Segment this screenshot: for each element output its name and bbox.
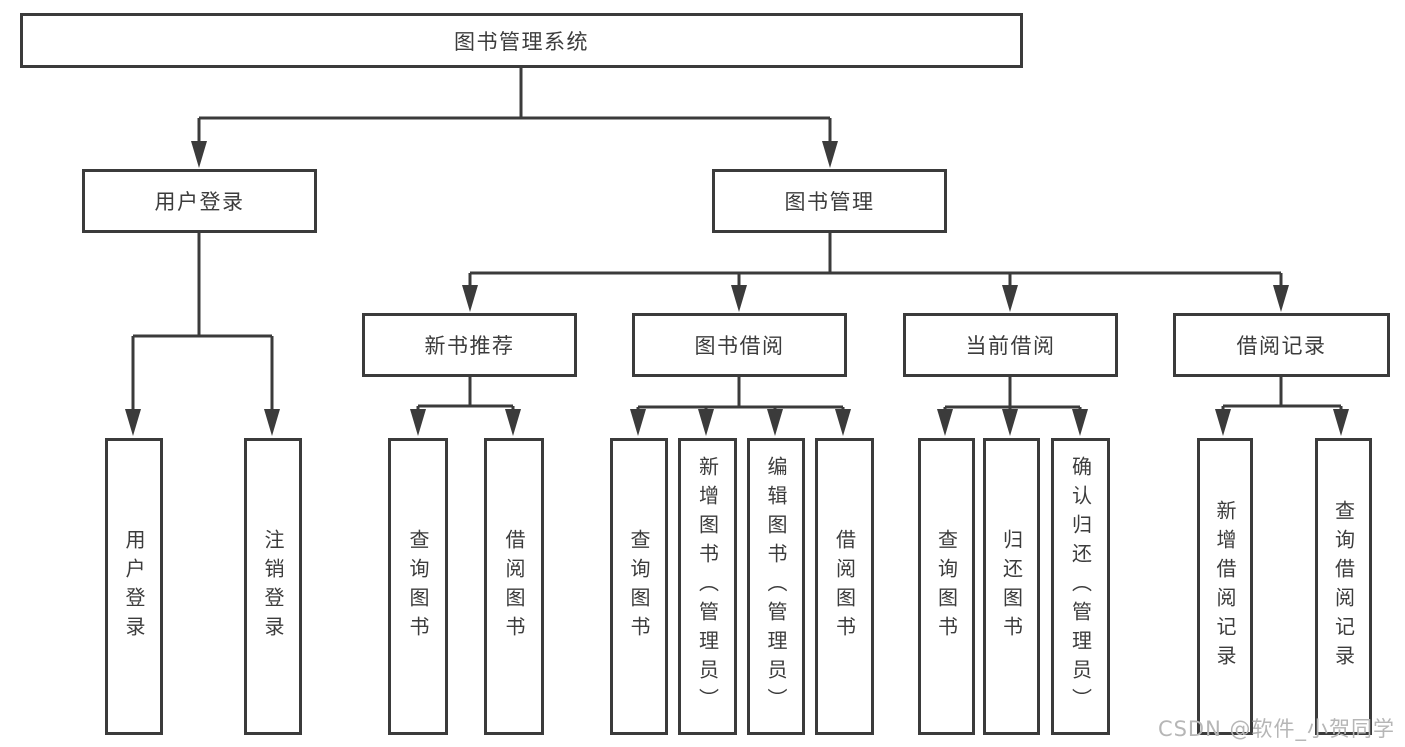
leaf-label: 注销登录 xyxy=(261,528,285,645)
leaf-borrow-books: 借阅图书 xyxy=(815,438,874,735)
leaf-logout: 注销登录 xyxy=(244,438,302,735)
leaf-query-books-recommend: 查询图书 xyxy=(388,438,448,735)
node-borrowing-records: 借阅记录 xyxy=(1173,313,1390,377)
node-book-borrowing: 图书借阅 xyxy=(632,313,847,377)
leaf-label: 查询图书 xyxy=(934,528,959,645)
node-library-management-system: 图书管理系统 xyxy=(20,13,1023,68)
leaf-query-books-borrowing: 查询图书 xyxy=(610,438,668,735)
leaf-label: 借阅图书 xyxy=(832,528,857,645)
leaf-user-login: 用户登录 xyxy=(105,438,163,735)
leaf-query-borrow-record: 查询借阅记录 xyxy=(1315,438,1372,735)
node-book-management: 图书管理 xyxy=(712,169,947,233)
leaf-label: 查询借阅记录 xyxy=(1331,499,1356,674)
leaf-confirm-return-admin: 确认归还（管理员） xyxy=(1051,438,1110,735)
leaf-borrow-books-recommend: 借阅图书 xyxy=(484,438,544,735)
leaf-label: 编辑图书（管理员） xyxy=(764,456,788,717)
leaf-add-borrow-record: 新增借阅记录 xyxy=(1197,438,1253,735)
arrowhead-icons xyxy=(125,141,1349,436)
node-new-book-recommendation: 新书推荐 xyxy=(362,313,577,377)
leaf-label: 归还图书 xyxy=(999,528,1024,645)
leaf-label: 新增图书（管理员） xyxy=(695,456,720,717)
leaf-label: 查询图书 xyxy=(627,528,651,645)
node-user-login: 用户登录 xyxy=(82,169,317,233)
leaf-query-books-current: 查询图书 xyxy=(918,438,975,735)
leaf-label: 确认归还（管理员） xyxy=(1068,456,1093,717)
leaf-label: 新增借阅记录 xyxy=(1213,499,1237,674)
leaf-edit-books-admin: 编辑图书（管理员） xyxy=(747,438,805,735)
node-current-borrowing: 当前借阅 xyxy=(903,313,1118,377)
leaf-add-books-admin: 新增图书（管理员） xyxy=(678,438,737,735)
leaf-return-books: 归还图书 xyxy=(983,438,1040,735)
csdn-watermark: CSDN @软件_小贺同学 xyxy=(1157,717,1395,741)
leaf-label: 用户登录 xyxy=(122,528,146,645)
leaf-label: 借阅图书 xyxy=(502,528,526,645)
leaf-label: 查询图书 xyxy=(406,528,430,645)
